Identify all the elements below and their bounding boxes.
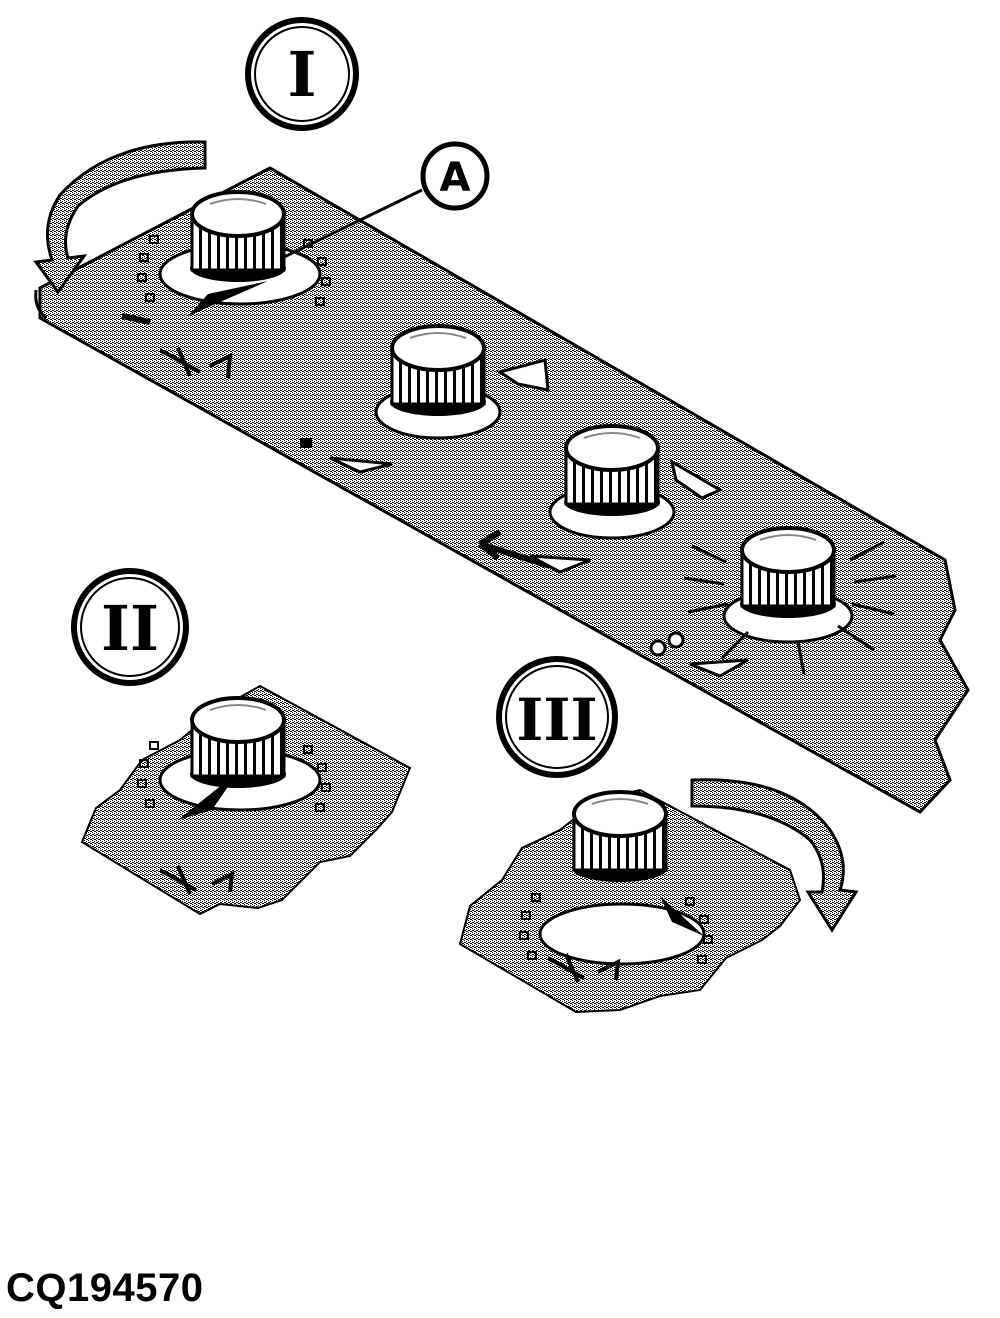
callout-step-2: II xyxy=(71,568,189,686)
temperature-knob xyxy=(137,190,331,316)
mode-arrow-symbol xyxy=(478,529,551,569)
temperature-scale-symbols xyxy=(121,313,233,379)
mode-knob xyxy=(548,424,676,540)
mode-indicator-wedge xyxy=(669,458,724,500)
figure-id-label: CQ194570 xyxy=(6,1266,204,1310)
control-knob-icon xyxy=(738,526,838,620)
detail-panel-step-2 xyxy=(80,684,412,916)
callout-step-3-label: III xyxy=(516,686,597,754)
main-control-panel xyxy=(34,166,970,814)
control-knob-icon xyxy=(388,324,488,418)
rotate-counterclockwise-arrow-icon xyxy=(33,140,207,295)
fan-low-wedge xyxy=(329,456,393,474)
control-knob-icon xyxy=(570,790,670,884)
callout-step-1-label: I xyxy=(287,38,316,111)
control-knob-icon xyxy=(188,190,288,284)
rotate-clockwise-arrow-icon xyxy=(690,778,859,933)
fan-indicator-wedge xyxy=(496,358,550,392)
fan-knob xyxy=(374,324,502,440)
detail-panel-step-3 xyxy=(458,788,802,1014)
callout-step-1: I xyxy=(245,17,359,131)
selector-knob xyxy=(683,526,897,675)
control-knob-icon xyxy=(562,424,662,518)
callout-step-2-label: II xyxy=(101,592,159,665)
callout-step-3: III xyxy=(496,656,618,778)
control-knob-icon xyxy=(188,696,288,790)
callout-pointer-a: A xyxy=(281,141,490,260)
callout-pointer-a-label: A xyxy=(440,155,471,201)
